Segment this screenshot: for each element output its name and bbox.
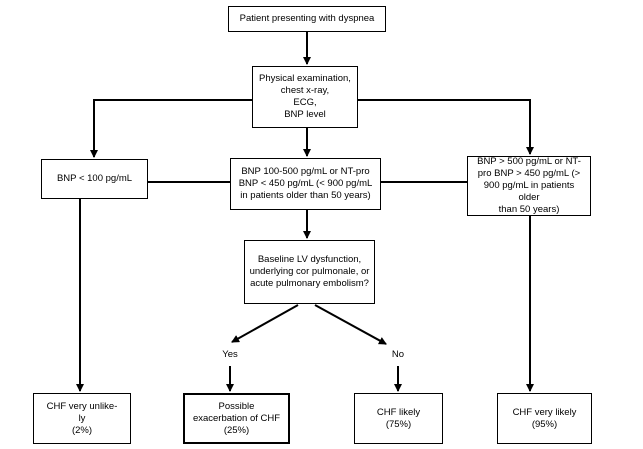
branch-label-yes: Yes: [222, 349, 238, 360]
node-text: Baseline LV dysfunction,underlying cor p…: [250, 254, 370, 290]
node-baseline-question: Baseline LV dysfunction,underlying cor p…: [244, 240, 375, 304]
node-text-line: in patients older than 50 years): [240, 190, 371, 201]
node-text-line: BNP 100-500 pg/mL or NT-pro: [241, 166, 370, 177]
node-text: CHF very unlike-ly(2%): [47, 401, 118, 437]
arrow-exam-to-bnp-low: [90, 99, 252, 158]
node-text: BNP > 500 pg/mL or NT-pro BNP > 450 pg/m…: [472, 156, 586, 216]
node-text-line: ly: [78, 412, 86, 424]
node-text-line: ECG,: [293, 97, 317, 108]
node-text-line: (25%): [223, 424, 250, 436]
node-text-line: exacerbation of CHF: [192, 412, 281, 424]
node-chf-likely: CHF likely(75%): [354, 393, 443, 444]
node-text: BNP < 100 pg/mL: [57, 173, 132, 185]
node-text-line: 900 pg/mL in patients older: [483, 180, 575, 203]
node-text-line: underlying cor pulmonale, or: [249, 266, 370, 277]
arrow-exam-to-bnp-high: [358, 99, 534, 155]
node-text: CHF likely(75%): [377, 407, 420, 431]
node-text-line: BNP level: [284, 109, 326, 120]
node-text: CHF very likely(95%): [513, 407, 577, 431]
node-text-line: Patient presenting with dyspnea: [239, 13, 375, 24]
node-text-line: CHF very likely: [512, 406, 577, 418]
node-text-line: CHF likely: [376, 406, 421, 418]
arrow-baseline-to-no: [314, 304, 387, 345]
node-text-line: (95%): [531, 418, 558, 430]
branch-label-no: No: [391, 349, 405, 360]
node-text: Patient presenting with dyspnea: [240, 13, 375, 25]
node-text-line: chest x-ray,: [280, 85, 330, 96]
node-text-line: Physical examination,: [259, 73, 351, 84]
node-text-line: pro BNP > 450 pg/mL (>: [477, 168, 581, 179]
node-chf-very-unlikely: CHF very unlike-ly(2%): [33, 393, 131, 444]
node-text-line: (75%): [385, 418, 412, 430]
node-text-line: acute pulmonary embolism?: [250, 278, 369, 289]
node-text-line: than 50 years): [498, 204, 560, 215]
arrow-baseline-to-yes: [231, 304, 299, 343]
node-bnp-low: BNP < 100 pg/mL: [41, 159, 148, 199]
node-text-line: BNP > 500 pg/mL or NT-: [477, 156, 581, 167]
node-text-line: BNP < 100 pg/mL: [56, 173, 133, 184]
node-text-line: BNP < 450 pg/mL (< 900 pg/mL: [238, 178, 373, 189]
node-text-line: (2%): [71, 424, 93, 436]
node-text: Physical examination,chest x-ray,ECG,BNP…: [259, 73, 351, 121]
node-bnp-high: BNP > 500 pg/mL or NT-pro BNP > 450 pg/m…: [467, 156, 591, 216]
node-text-line: Possible: [218, 400, 255, 412]
node-chf-very-likely: CHF very likely(95%): [497, 393, 592, 444]
node-physical-exam: Physical examination,chest x-ray,ECG,BNP…: [252, 66, 358, 128]
node-text-line: CHF very unlike-: [46, 400, 118, 412]
node-patient-dyspnea: Patient presenting with dyspnea: [228, 6, 386, 32]
node-text-line: Baseline LV dysfunction,: [257, 254, 362, 265]
